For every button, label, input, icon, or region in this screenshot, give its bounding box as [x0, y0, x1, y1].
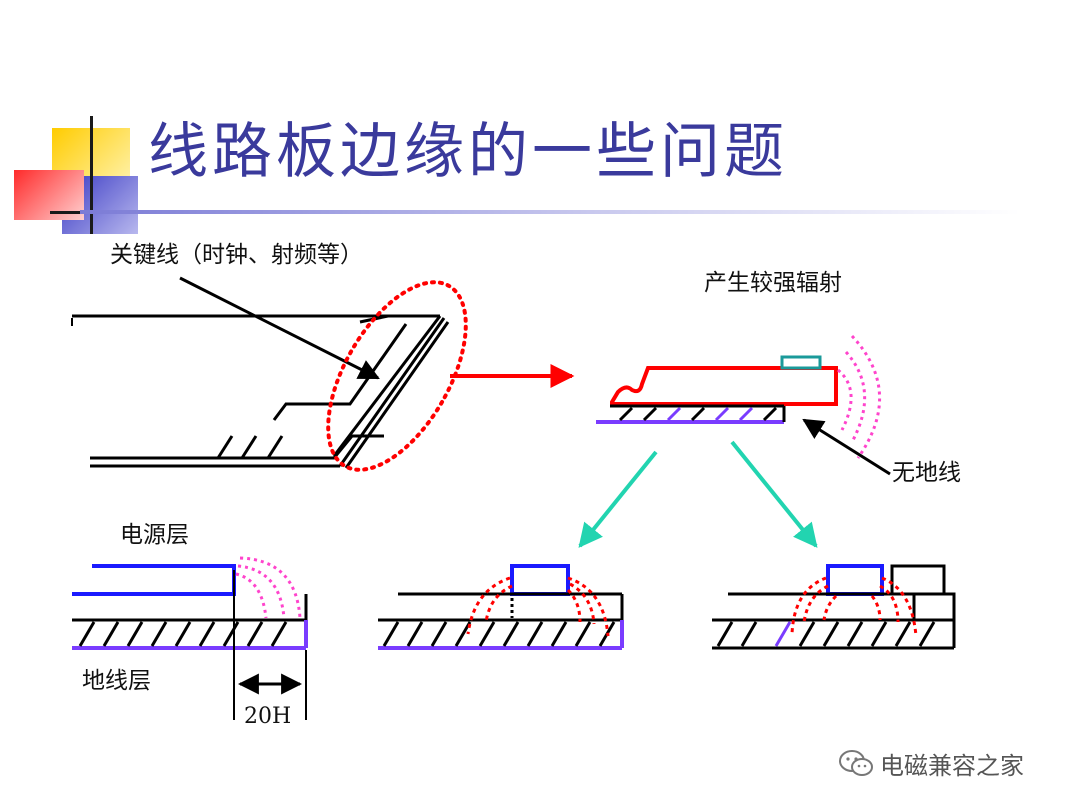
power-layer-label: 电源层 [120, 522, 189, 548]
dimension-label: 20H [244, 704, 292, 729]
grounded-cross-section-2 [712, 564, 956, 650]
ground-layer-label: 地线层 [82, 668, 151, 694]
radiating-cross-section [596, 355, 838, 424]
strong-radiation-label: 产生较强辐射 [704, 270, 842, 296]
slide-title: 线路板边缘的一些问题 [148, 117, 788, 187]
twenty-h-rule-diagram [72, 564, 308, 720]
wechat-icon [839, 749, 873, 776]
no-ground-label: 无地线 [892, 460, 961, 486]
trace-component [780, 355, 822, 370]
grounded-cross-section-1 [378, 564, 624, 650]
board-edge-perspective [71, 314, 450, 469]
contained-field-lines-1 [466, 576, 610, 637]
teal-arrow-right [730, 440, 818, 548]
radiation-waves [836, 334, 882, 459]
critical-trace-pointer [179, 276, 380, 380]
edge-highlight-ellipse [326, 280, 468, 472]
no-ground-pointer [802, 418, 891, 476]
watermark-text: 电磁兼容之家 [880, 752, 1024, 780]
logo-vertical-line [90, 116, 93, 234]
critical-trace-label: 关键线（时钟、射频等） [110, 242, 363, 268]
teal-arrow-left [578, 450, 658, 548]
power-fringe-field [235, 556, 302, 619]
contained-field-lines-2 [790, 576, 918, 637]
watermark: 电磁兼容之家 [838, 746, 1024, 781]
title-underline [80, 210, 1020, 214]
